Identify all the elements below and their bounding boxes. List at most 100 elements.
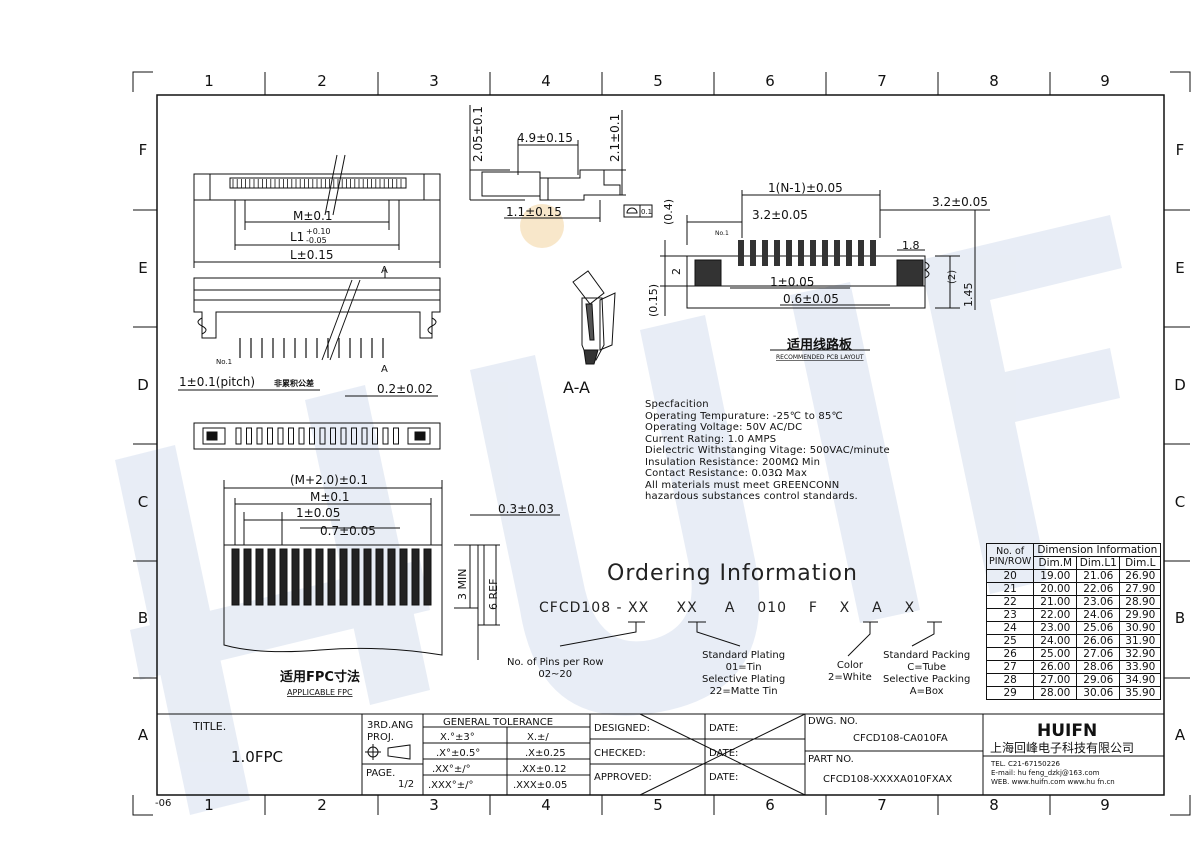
row-label-right-B: B — [1175, 609, 1185, 627]
bottom-pin — [340, 427, 347, 445]
col-label-bottom-5: 5 — [653, 796, 663, 814]
dim-table-cell: 20 — [985, 569, 1035, 583]
ordering-plating-3: 22=Matte Tin — [709, 686, 778, 697]
ordering-pins-label: No. of Pins per Row 02~20 — [507, 657, 604, 681]
fpc-contact — [267, 548, 276, 606]
pcb-pad — [822, 240, 828, 266]
tol-linear-0: X.±/ — [527, 732, 549, 743]
front-view — [178, 268, 441, 397]
col-label-bottom-4: 4 — [541, 796, 551, 814]
accent-dot — [520, 204, 564, 248]
spec-line: Operating Voltage: 50V AC/DC — [645, 422, 803, 433]
bottom-pin — [330, 427, 336, 445]
marker-a-bottom: A — [381, 364, 388, 375]
bottom-pin — [267, 427, 273, 445]
pitch-dim: 1±0.1(pitch) — [179, 375, 255, 389]
fpc-contact — [339, 548, 348, 606]
tol-linear-3: .XXX±0.05 — [513, 780, 567, 791]
dim-table-cell: 26.00 — [1033, 660, 1078, 674]
ordering-plating-label: Standard Plating 01=Tin Selective Platin… — [702, 650, 785, 698]
dim-l1-tol-top: +0.10 — [306, 227, 331, 236]
dim-table-cell: 27.00 — [1033, 673, 1078, 687]
ordering-leaders — [559, 621, 942, 657]
tol-angle-0: X.°±3° — [440, 732, 475, 743]
pcb-pad — [810, 240, 816, 266]
side-h2-dim: 2.1±0.1 — [608, 114, 622, 162]
dim-table-cell: 28.90 — [1119, 595, 1162, 609]
ordering-code: CFCD108 - XX XX A 010 F X A X — [539, 600, 916, 616]
fpc-contact — [291, 548, 300, 606]
bottom-pin — [351, 427, 357, 445]
top-view — [193, 154, 441, 268]
ordering-plating-2: Selective Plating — [702, 674, 786, 685]
marker-a-top: A — [381, 265, 388, 276]
bottom-view — [193, 422, 441, 450]
dim-table-cell: 22 — [985, 595, 1035, 609]
fpc-min-dim: 3 MIN — [456, 569, 469, 600]
row-label-right-A: A — [1175, 726, 1186, 744]
specification-block: Specfacition Operating Tempurature: -25℃… — [645, 399, 890, 503]
ordering-packing-title: Standard Packing — [883, 650, 971, 661]
pcb-v1: (0.4) — [662, 199, 675, 225]
row-label-left-A: A — [138, 726, 149, 744]
col-label-bottom-9: 9 — [1100, 796, 1110, 814]
fpc-contact — [231, 548, 240, 606]
bottom-pin — [256, 427, 263, 445]
bottom-pin — [372, 427, 378, 445]
fpc-contact — [255, 548, 264, 606]
spec-line: Specfacition — [645, 399, 709, 410]
ordering-color-title: Color — [836, 660, 863, 671]
section-view — [572, 270, 616, 365]
company-web: WEB. www.huifn.com www.hu fn.cn — [991, 778, 1115, 786]
frame-corners — [132, 71, 1191, 816]
row-label-right-E: E — [1175, 259, 1184, 277]
dim-table-cell: 33.90 — [1119, 660, 1162, 674]
pcb-offset-right: 3.2±0.05 — [932, 195, 988, 209]
fpc-contact — [279, 548, 288, 606]
pcb-pad — [870, 240, 876, 266]
page-value: 1/2 — [398, 779, 414, 790]
fpc-contact — [387, 548, 396, 606]
dim-l1-top: L1 — [290, 230, 304, 244]
dim-table-group-header: Dimension Information — [1033, 543, 1162, 557]
dim-table-cell: 25.06 — [1076, 621, 1121, 635]
company-name: 上海回峰电子科技有限公司 — [990, 740, 1134, 755]
bottom-pin — [277, 427, 284, 445]
spec-line: hazardous substances control standards. — [645, 491, 858, 502]
dim-table-cell: 23.00 — [1033, 621, 1078, 635]
dim-table-cell: 28 — [985, 673, 1035, 687]
row-label-left-C: C — [138, 493, 148, 511]
date-label-1: DATE: — [709, 723, 738, 734]
pcb-pad — [834, 240, 840, 266]
col-label-bottom-3: 3 — [429, 796, 439, 814]
side-view — [469, 105, 653, 222]
col-label-bottom-8: 8 — [989, 796, 999, 814]
row-label-left-F: F — [139, 141, 148, 159]
ordering-pins-title: No. of Pins per Row — [507, 657, 604, 668]
dim-table-cell: 20.00 — [1033, 582, 1078, 596]
ordering-packing-2: Selective Packing — [883, 674, 971, 685]
dimension-table: No. of PIN/ROW Dimension Information Dim… — [985, 543, 1162, 700]
dim-table-cell: 29.06 — [1076, 673, 1121, 687]
col-label-top-2: 2 — [317, 72, 327, 90]
dim-table-cell: 27 — [985, 660, 1035, 674]
fpc-contact — [411, 548, 420, 606]
dim-table-cell: 25.00 — [1033, 647, 1078, 661]
row-label-right-C: C — [1175, 493, 1185, 511]
pcb-pitch: 1±0.05 — [770, 275, 814, 289]
bottom-pin — [235, 427, 242, 445]
dim-table-cell: 21.06 — [1076, 569, 1121, 583]
fpc-total-dim: (M+2.0)±0.1 — [290, 473, 368, 487]
dim-table-pins-header-1: No. of — [996, 545, 1025, 557]
date-label-3: DATE: — [709, 772, 738, 783]
fpc-thick-dim: 0.3±0.03 — [498, 502, 554, 516]
spec-line: Dielectric Withstanging Vitage: 500VAC/m… — [645, 445, 890, 456]
pcb-v4: (2) — [947, 270, 958, 284]
title-block — [157, 713, 1164, 796]
date-label-2: DATE: — [709, 748, 738, 759]
